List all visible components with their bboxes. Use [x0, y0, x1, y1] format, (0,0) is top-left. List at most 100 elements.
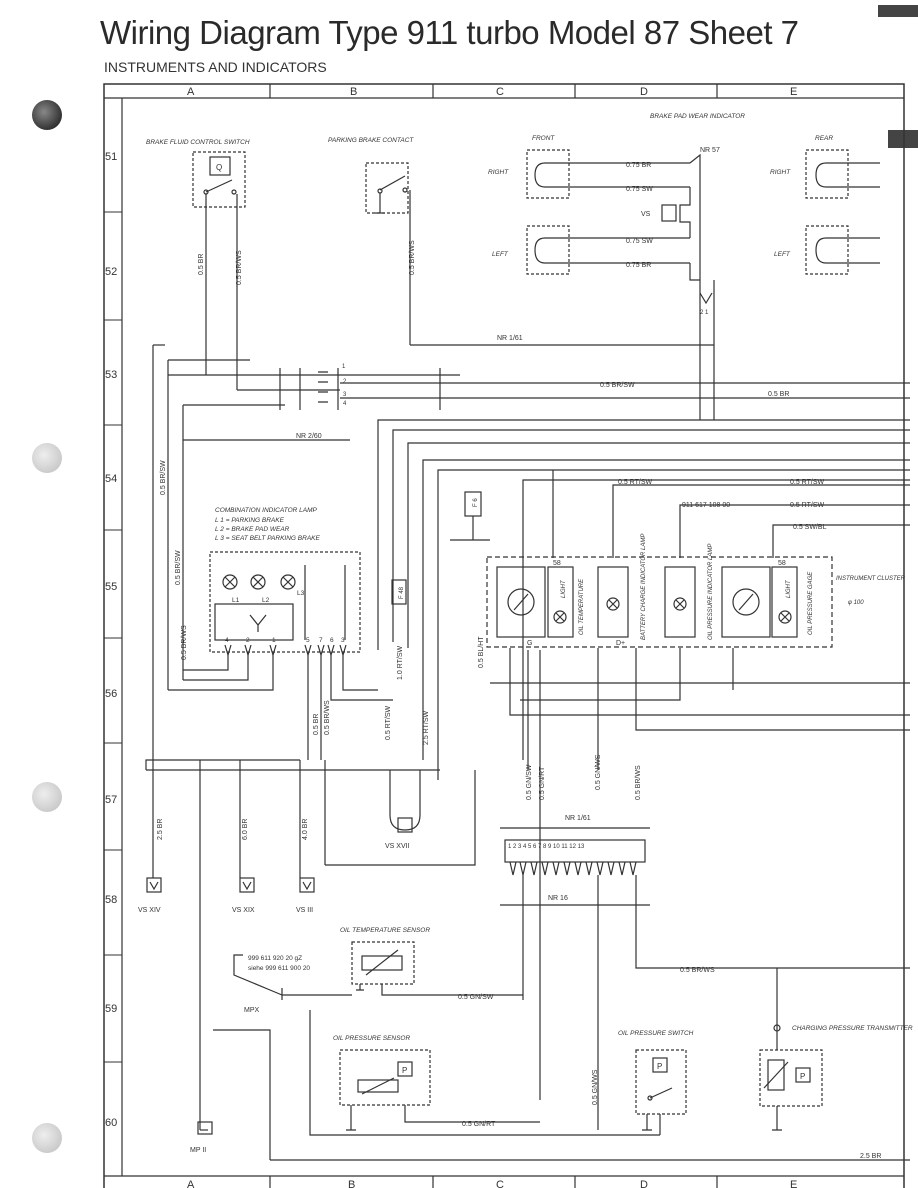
connector-label: NR 1/61	[565, 815, 591, 822]
brake-pad-wear-label: BRAKE PAD WEAR INDICATOR	[650, 113, 745, 120]
oil-temp-sensor-label: OIL TEMPERATURE SENSOR	[340, 927, 430, 934]
connector-label: MPX	[244, 1007, 260, 1014]
connector-label: VS XIX	[232, 907, 255, 914]
wire-label: 0.75 SW	[626, 238, 653, 245]
wire-label: 0.5 GN/SW	[526, 764, 533, 800]
wire-label: 2.5 RT/SW	[423, 711, 430, 745]
terminal-block-nr3	[168, 359, 460, 410]
row-label: 55	[105, 581, 117, 593]
pin-label: D+	[616, 640, 625, 647]
row-label: 53	[105, 369, 117, 381]
oil-temperature-label: OIL TEMPERATURE	[579, 578, 585, 635]
svg-text:2: 2	[343, 379, 347, 385]
pin-label: G	[527, 640, 532, 647]
connector-label: VS XIV	[138, 907, 161, 914]
cluster-size-label: φ 100	[848, 600, 864, 606]
fuse-label: F 48	[399, 586, 405, 599]
wire-label: 1.0 RT/SW	[397, 646, 404, 680]
col-label: A	[187, 1179, 195, 1188]
svg-text:Q: Q	[216, 163, 222, 172]
light-label: LIGHT	[786, 579, 792, 598]
parking-brake-contact	[365, 162, 411, 345]
row-label: 54	[105, 473, 117, 485]
combination-lamp-l2: L 2 = BRAKE PAD WEAR	[215, 526, 290, 533]
oil-pressure-gage-label: OIL PRESSURE GAGE	[808, 571, 814, 635]
pin-label: 58	[778, 560, 786, 567]
front-left-pad-sensor	[526, 225, 590, 275]
connector-label: VS III	[296, 907, 313, 914]
oil-pressure-switch	[635, 1049, 687, 1131]
wire-label: 0.5 BR/SW	[175, 550, 182, 585]
binder-tab	[888, 130, 918, 148]
wire-label: 0.5 RT/SW	[790, 502, 824, 509]
wire-label: 0.5 GN/SW	[458, 994, 494, 1001]
connector-vs-xiv	[146, 877, 162, 893]
col-label: C	[496, 86, 504, 98]
row-label: 51	[105, 151, 117, 163]
svg-text:1 2 3 4 5 6 7 8 9 10 11 12: 1 2 3 4 5 6 7 8 9 10 11 12 13	[508, 844, 585, 850]
lamp-label: L1	[232, 597, 240, 604]
svg-text:2 1: 2 1	[700, 310, 709, 316]
terminal-pins	[509, 861, 637, 876]
connector-vs-xvii	[397, 817, 413, 833]
pin-label: 58	[553, 560, 561, 567]
connector-label: VS	[641, 211, 651, 218]
oil-pressure-sensor	[339, 1049, 431, 1131]
svg-text:P: P	[657, 1062, 662, 1071]
wire-label: 0.5 SW/BL	[793, 524, 827, 531]
svg-text:7: 7	[319, 637, 323, 644]
connector-vs-xix	[239, 877, 255, 893]
col-label: E	[790, 86, 797, 98]
fuse-label: F 6	[473, 498, 479, 507]
wire-label: 0.5 BR/WS	[236, 250, 243, 285]
wire-label: 0.5 BR/SW	[160, 460, 167, 495]
svg-text:6: 6	[330, 637, 334, 644]
svg-text:4: 4	[343, 401, 347, 407]
wire-label: 0.5 BR/WS	[680, 967, 715, 974]
connector-mp-ii	[197, 1121, 213, 1135]
lamp-label: L3	[297, 590, 305, 597]
wire-label: 0.5 GN/WS	[595, 754, 602, 790]
rear-left-pad-sensor	[805, 225, 880, 275]
oil-pressure-sensor-label: OIL PRESSURE SENSOR	[333, 1035, 410, 1042]
wire-label: 0.5 BL/HT	[478, 636, 485, 668]
wire-label: 0.5 BR/WS	[635, 765, 642, 800]
wire-label: 0.5 BR/WS	[181, 625, 188, 660]
wire-label: 0.5 BR/SW	[600, 382, 635, 389]
wire-label: 6.0 BR	[242, 819, 249, 840]
combination-lamp-title: COMBINATION INDICATOR LAMP	[215, 507, 318, 514]
combination-lamp-l1: L 1 = PARKING BRAKE	[215, 517, 285, 524]
front-label: FRONT	[532, 135, 555, 142]
col-label: A	[187, 86, 195, 98]
front-right-pad-sensor	[526, 149, 590, 199]
svg-text:P: P	[800, 1072, 805, 1081]
col-label: D	[640, 86, 648, 98]
punch-hole	[32, 443, 62, 473]
wire-label: 0.75 BR	[626, 262, 651, 269]
connector-label: NR 1/61	[497, 335, 523, 342]
rear-right-pad-sensor	[805, 149, 880, 199]
connector-label: NR 57	[700, 147, 720, 154]
connector-label: VS XVII	[385, 843, 410, 850]
col-label: B	[348, 1179, 355, 1188]
svg-text:P: P	[402, 1066, 407, 1075]
wire-label: 2.5 BR	[157, 819, 164, 840]
oil-pressure-lamp-label: OIL PRESSURE INDICATOR LAMP	[708, 544, 714, 640]
charging-pressure-label: CHARGING PRESSURE TRANSMITTER	[792, 1025, 913, 1032]
instrument-cluster	[486, 556, 833, 648]
right-label: RIGHT	[488, 169, 509, 176]
wire-label: 0.5 BR	[313, 714, 320, 735]
brake-fluid-switch-label: BRAKE FLUID CONTROL SWITCH	[146, 139, 250, 146]
charging-pressure-transmitter	[759, 968, 823, 1131]
row-label: 52	[105, 266, 117, 278]
fuse-f48	[391, 579, 407, 605]
brake-fluid-switch	[192, 151, 246, 212]
svg-text:5: 5	[306, 637, 310, 644]
oil-temperature-sensor	[351, 941, 415, 991]
row-label: 57	[105, 794, 117, 806]
page-subtitle: INSTRUMENTS AND INDICATORS	[104, 59, 327, 75]
left-label: LEFT	[492, 251, 509, 258]
parking-brake-contact-label: PARKING BRAKE CONTACT	[328, 137, 414, 144]
wire-label: 0.5 BR/WS	[324, 700, 331, 735]
combination-lamp-l3: L 3 = SEAT BELT PARKING BRAKE	[215, 535, 320, 542]
